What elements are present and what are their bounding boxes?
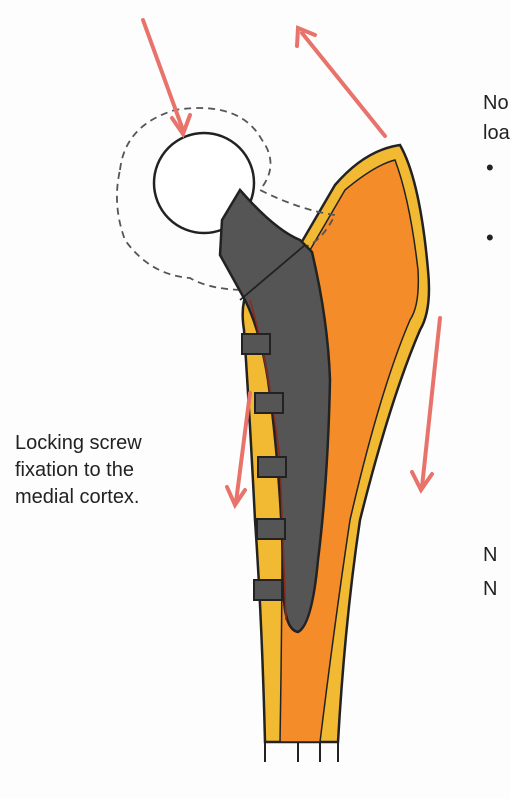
locking-screw-caption: Locking screw fixation to the medial cor… xyxy=(15,430,215,511)
bullet-point: • xyxy=(486,155,494,181)
locking-screw xyxy=(254,580,282,600)
note-top-line1: No xyxy=(483,88,510,118)
shaft-lines xyxy=(265,742,338,762)
locking-screw xyxy=(242,334,270,354)
note-bottom-line1: N xyxy=(483,538,510,572)
truncated-note-bottom: N N xyxy=(483,538,510,606)
red-force-arrow xyxy=(422,318,440,487)
locking-screw xyxy=(255,393,283,413)
truncated-note-top: No loa xyxy=(483,88,510,148)
bullet-point: • xyxy=(486,225,494,251)
red-force-arrow xyxy=(302,33,385,136)
note-bottom-line2: N xyxy=(483,572,510,606)
locking-screw xyxy=(257,519,285,539)
locking-screw xyxy=(258,457,286,477)
red-force-arrow xyxy=(236,393,250,502)
note-top-line2: loa xyxy=(483,118,510,148)
